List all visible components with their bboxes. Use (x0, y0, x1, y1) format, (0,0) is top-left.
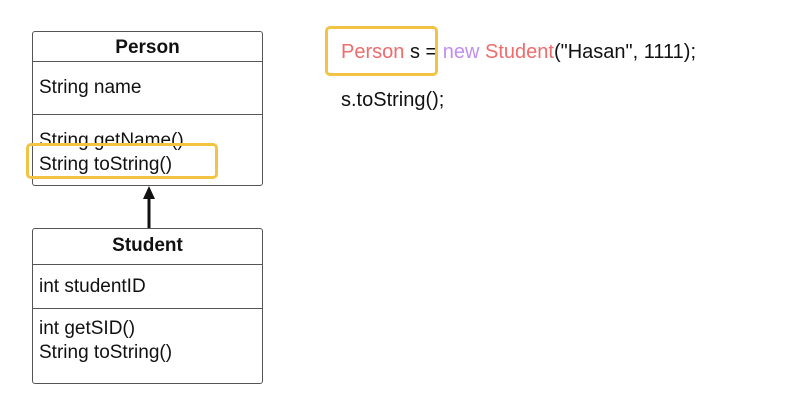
student-methods: int getSID() String toString() (33, 309, 262, 365)
code-type-token: Person (341, 41, 405, 63)
student-method: String toString() (39, 342, 173, 363)
student-class-name: Student (33, 229, 262, 265)
person-method: String toString() (39, 154, 173, 175)
inheritance-arrow-icon (143, 186, 155, 228)
code-assign-token: = (425, 41, 438, 63)
code-arguments-token: ("Hasan", 1111); (553, 41, 697, 63)
student-attributes: int studentID (33, 265, 262, 309)
code-keyword-token: new (442, 41, 480, 63)
code-line-declaration: Person s = new Student("Hasan", 1111); (341, 40, 696, 64)
person-class-name: Person (33, 32, 262, 62)
person-method: String getName() (39, 130, 184, 151)
person-methods: String getName() String toString() (33, 115, 262, 177)
person-attribute: String name (39, 77, 142, 98)
code-constructor-token: Student (485, 41, 554, 63)
person-class-box: Person String name String getName() Stri… (32, 31, 263, 186)
code-line-call: s.toString(); (341, 89, 445, 111)
student-class-box: Student int studentID int getSID() Strin… (32, 228, 263, 384)
student-method: int getSID() (39, 318, 136, 339)
person-attributes: String name (33, 62, 262, 115)
student-attribute: int studentID (39, 276, 146, 297)
code-variable-token: s (409, 41, 420, 63)
